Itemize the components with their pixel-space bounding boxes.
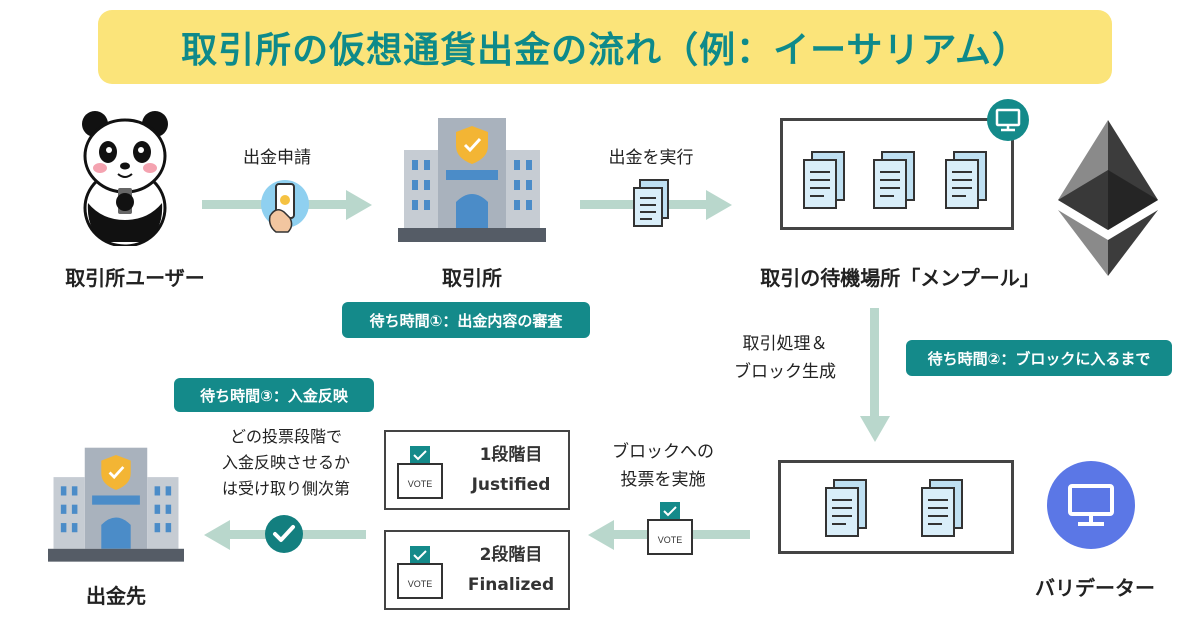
processing-line1: 取引処理＆ [742,334,828,354]
arrow-head [860,416,890,442]
document-icon [921,479,963,537]
panda-icon [82,111,168,246]
stage-2-name: Finalized [467,575,555,595]
arrow-head [588,520,614,550]
validator-label: バリデーター [1035,576,1155,600]
page-title: 取引所の仮想通貨出金の流れ（例：イーサリアム） [181,30,1029,71]
vote-text: VOTE [408,479,433,489]
arrow-shaft [870,308,879,420]
document-icon [803,151,845,209]
note-line1: どの投票段階で [229,427,342,446]
stage-1: 1段階目 Justified [456,440,566,500]
ballot-box-icon: VOTE [397,446,443,499]
validator-computer-icon [1047,461,1135,549]
note-line2: 入金反映させるか [221,453,350,472]
wait2-badge: 待ち時間②：ブロックに入るまで [906,340,1172,376]
document-icon [873,151,915,209]
receiver-note: どの投票段階で 入金反映させるか は受け取り側次第 [196,424,376,502]
vote-text: VOTE [658,535,683,545]
document-icon [825,479,867,537]
exchange-label: 取引所 [442,266,502,290]
document-icon [633,179,669,227]
withdraw-request-label: 出金申請 [243,148,311,168]
stage-2: 2段階目 Finalized [456,540,566,600]
ethereum-icon [1058,120,1158,276]
arrow-head [706,190,732,220]
building-icon [48,447,184,562]
vote-text: VOTE [408,579,433,589]
arrow-head [346,190,372,220]
building-icon [398,118,546,242]
destination-label: 出金先 [86,584,146,608]
processing-label: 取引処理＆ ブロック生成 [720,330,850,386]
phone-hand-icon [261,180,309,233]
arrow-head [204,520,230,550]
user-label: 取引所ユーザー [65,266,205,290]
note-line3: は受け取り側次第 [221,479,350,498]
stage-1-name: Justified [471,475,551,495]
title-banner: 取引所の仮想通貨出金の流れ（例：イーサリアム） [98,10,1112,84]
stage-2-step: 2段階目 [479,545,543,565]
wait3-badge: 待ち時間③：入金反映 [174,378,374,412]
processing-line2: ブロック生成 [734,362,836,382]
stage-1-step: 1段階目 [479,445,543,465]
vote-action-label: ブロックへの 投票を実施 [598,438,728,494]
computer-icon [987,99,1029,141]
vote-line2: 投票を実施 [620,470,706,490]
vote-line1: ブロックへの [612,442,714,462]
mempool-label: 取引の待機場所「メンプール」 [760,266,1040,290]
block-box [778,460,1014,554]
execute-label: 出金を実行 [608,148,694,168]
wait1-badge: 待ち時間①：出金内容の審査 [342,302,590,338]
check-icon [265,515,303,553]
document-icon [945,151,987,209]
ballot-box-icon: VOTE [647,502,693,555]
ballot-box-icon: VOTE [397,546,443,599]
